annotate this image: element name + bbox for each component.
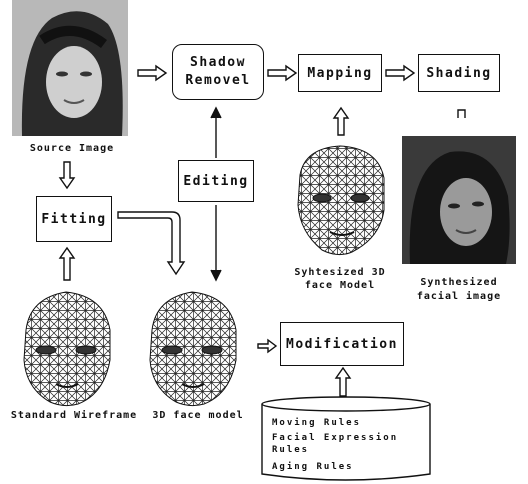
rules-database (261, 396, 431, 481)
source-photo-drawing (12, 0, 128, 136)
arrow-wireframe-to-fitting (58, 246, 76, 281)
modification-box: Modification (280, 322, 404, 366)
standard-wireframe-label: Standard Wireframe (10, 410, 138, 421)
wireframe-standard (23, 291, 111, 407)
wireframe-synthesized (297, 145, 385, 256)
shadow-removal-box: Shadow Removel (172, 44, 264, 100)
rule-moving: Moving Rules (272, 418, 362, 428)
source-image-photo (12, 0, 128, 136)
rule-expression: Facial Expression Rules (272, 433, 399, 455)
editing-box: Editing (178, 160, 254, 202)
wireframe-3d-face-model (149, 291, 237, 407)
arrow-rules-to-modification (334, 366, 352, 397)
arrow-image-to-shading (457, 109, 466, 118)
synthesized-image-label: Synthesized facial image (416, 277, 502, 302)
synthesized-photo-drawing (402, 136, 516, 264)
mapping-box: Mapping (298, 54, 382, 92)
face-model-label: 3D face model (152, 410, 244, 421)
synthesized-image-photo (402, 136, 516, 264)
arrow-model-to-modification (257, 338, 278, 354)
arrow-source-to-fitting (58, 161, 76, 190)
fitting-box: Fitting (36, 196, 112, 242)
synthesized-model-label: Syhtesized 3D face Model (294, 267, 386, 291)
arrow-fitting-to-face-model (117, 211, 186, 276)
source-image-label: Source Image (29, 143, 115, 154)
rule-aging: Aging Rules (272, 462, 354, 472)
arrow-mapping-to-shading (385, 64, 416, 82)
arrow-model-to-mapping (332, 106, 350, 136)
arrow-source-to-shadow (137, 64, 168, 82)
shading-box: Shading (418, 54, 500, 92)
arrow-shadow-to-mapping (267, 64, 298, 82)
